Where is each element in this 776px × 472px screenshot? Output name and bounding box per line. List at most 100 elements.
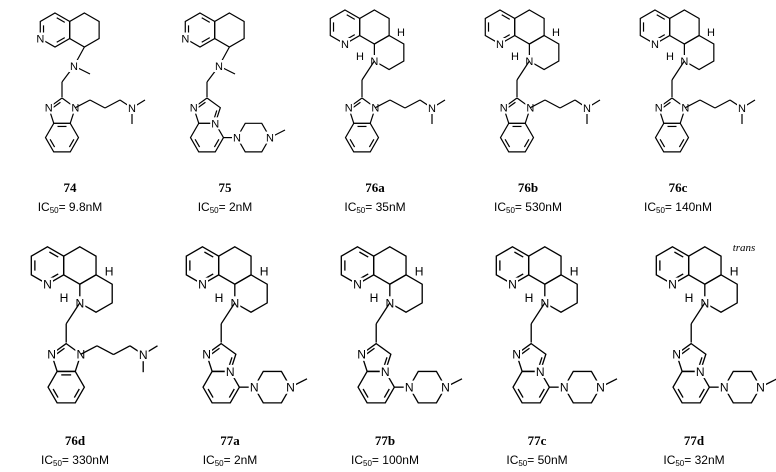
dimethylamine-nitrogen: N xyxy=(139,348,148,362)
ic50-value: IC50= 100nM xyxy=(351,453,419,468)
cyclohexane-ring xyxy=(214,12,245,48)
bond xyxy=(530,302,546,325)
bridgehead-nitrogen: N xyxy=(226,365,235,379)
ic50-value: IC50= 9.8nM xyxy=(37,200,103,215)
bond xyxy=(714,99,731,109)
bond xyxy=(352,101,361,108)
hydrogen-label: H xyxy=(525,291,534,305)
ic50-value: IC50= 32nM xyxy=(663,453,725,468)
bond xyxy=(375,302,391,325)
piperazine-nitrogen: N xyxy=(756,381,765,395)
bridgehead-nitrogen: N xyxy=(211,118,219,130)
compound-label-76c: 76c IC50= 140nM xyxy=(608,181,748,219)
benzene-ring xyxy=(499,122,535,153)
hydrogen-label: H xyxy=(707,27,715,39)
ic50-value: IC50= 2nM xyxy=(197,200,253,215)
bond xyxy=(207,388,214,398)
imidazole-nitrogen: N xyxy=(190,103,198,115)
compound-label-77a: 77a IC50= 2nM xyxy=(160,434,300,472)
imidazole-nitrogen: N xyxy=(47,348,56,362)
benzene-ring xyxy=(654,122,690,153)
piperidine-ring xyxy=(389,274,423,314)
bond xyxy=(228,388,235,398)
piperazine-nitrogen: N xyxy=(266,133,274,145)
bond xyxy=(677,388,684,398)
ic50-value: IC50= 50nM xyxy=(506,453,568,468)
bond xyxy=(75,99,91,109)
bond xyxy=(52,388,59,398)
pyridine-nitrogen: N xyxy=(496,39,504,51)
ic50-value: IC50= 530nM xyxy=(494,200,562,215)
bond xyxy=(538,388,545,398)
bond xyxy=(49,138,56,148)
hydrogen-label: H xyxy=(570,264,579,278)
imidazole-nitrogen: N xyxy=(371,103,379,115)
dimethylamine-nitrogen: N xyxy=(428,103,436,115)
piperidine-ring xyxy=(528,34,560,71)
bond xyxy=(361,60,375,81)
imidazole-nitrogen: N xyxy=(45,103,53,115)
bond xyxy=(678,138,685,148)
bond xyxy=(662,101,671,108)
bond xyxy=(52,101,61,108)
hydrogen-label: H xyxy=(415,264,424,278)
bond xyxy=(517,388,524,398)
bond xyxy=(68,138,75,148)
bond xyxy=(516,60,530,81)
hydrogen-label: H xyxy=(370,291,379,305)
middle-ring xyxy=(514,9,545,45)
piperidine-ring xyxy=(79,274,113,314)
compound-label-74: 74 IC50= 9.8nM xyxy=(0,181,140,219)
bond xyxy=(220,302,236,325)
amine-nitrogen: N xyxy=(215,61,223,73)
bond xyxy=(504,138,511,148)
bond xyxy=(362,388,369,398)
piperidine-ring xyxy=(234,274,268,314)
bond xyxy=(699,99,716,109)
imidazole-nitrogen: N xyxy=(345,103,353,115)
compound-number: 75 xyxy=(218,180,232,195)
bond xyxy=(690,302,706,325)
pyridine-nitrogen: N xyxy=(181,34,189,46)
bond xyxy=(656,14,666,20)
hydrogen-label: H xyxy=(105,264,114,278)
amine-nitrogen: N xyxy=(70,61,78,73)
piperidine-ring xyxy=(704,274,738,314)
bond xyxy=(523,138,530,148)
bridgehead-nitrogen: N xyxy=(696,365,705,379)
bond xyxy=(194,138,201,148)
compound-number: 74 xyxy=(63,180,77,195)
bond xyxy=(213,138,220,148)
imidazole-nitrogen: N xyxy=(526,103,534,115)
pyridine-nitrogen: N xyxy=(36,34,44,46)
imidazole-nitrogen: N xyxy=(681,103,689,115)
bond xyxy=(346,14,356,20)
middle-ring xyxy=(372,246,407,285)
compound-label-77c: 77c IC50= 50nM xyxy=(467,434,607,472)
piperidine-ring xyxy=(683,34,715,71)
ic50-value: IC50= 35nM xyxy=(344,200,406,215)
bond xyxy=(359,251,369,258)
imidazole-nitrogen: N xyxy=(71,103,79,115)
compound-number: 76c xyxy=(668,180,688,195)
bridgehead-nitrogen: N xyxy=(536,365,545,379)
compound-number: 76b xyxy=(517,180,539,195)
hydrogen-label: H xyxy=(397,27,405,39)
imidazole-nitrogen: N xyxy=(672,348,681,362)
bond xyxy=(89,99,106,109)
bond xyxy=(104,99,121,109)
piperazine-nitrogen: N xyxy=(596,381,605,395)
bond xyxy=(204,251,214,258)
bond xyxy=(49,251,59,258)
bond xyxy=(201,37,211,43)
ic50-value: IC50= 140nM xyxy=(644,200,712,215)
bond xyxy=(65,302,81,325)
benzene-ring xyxy=(47,370,86,404)
bond xyxy=(56,37,66,43)
